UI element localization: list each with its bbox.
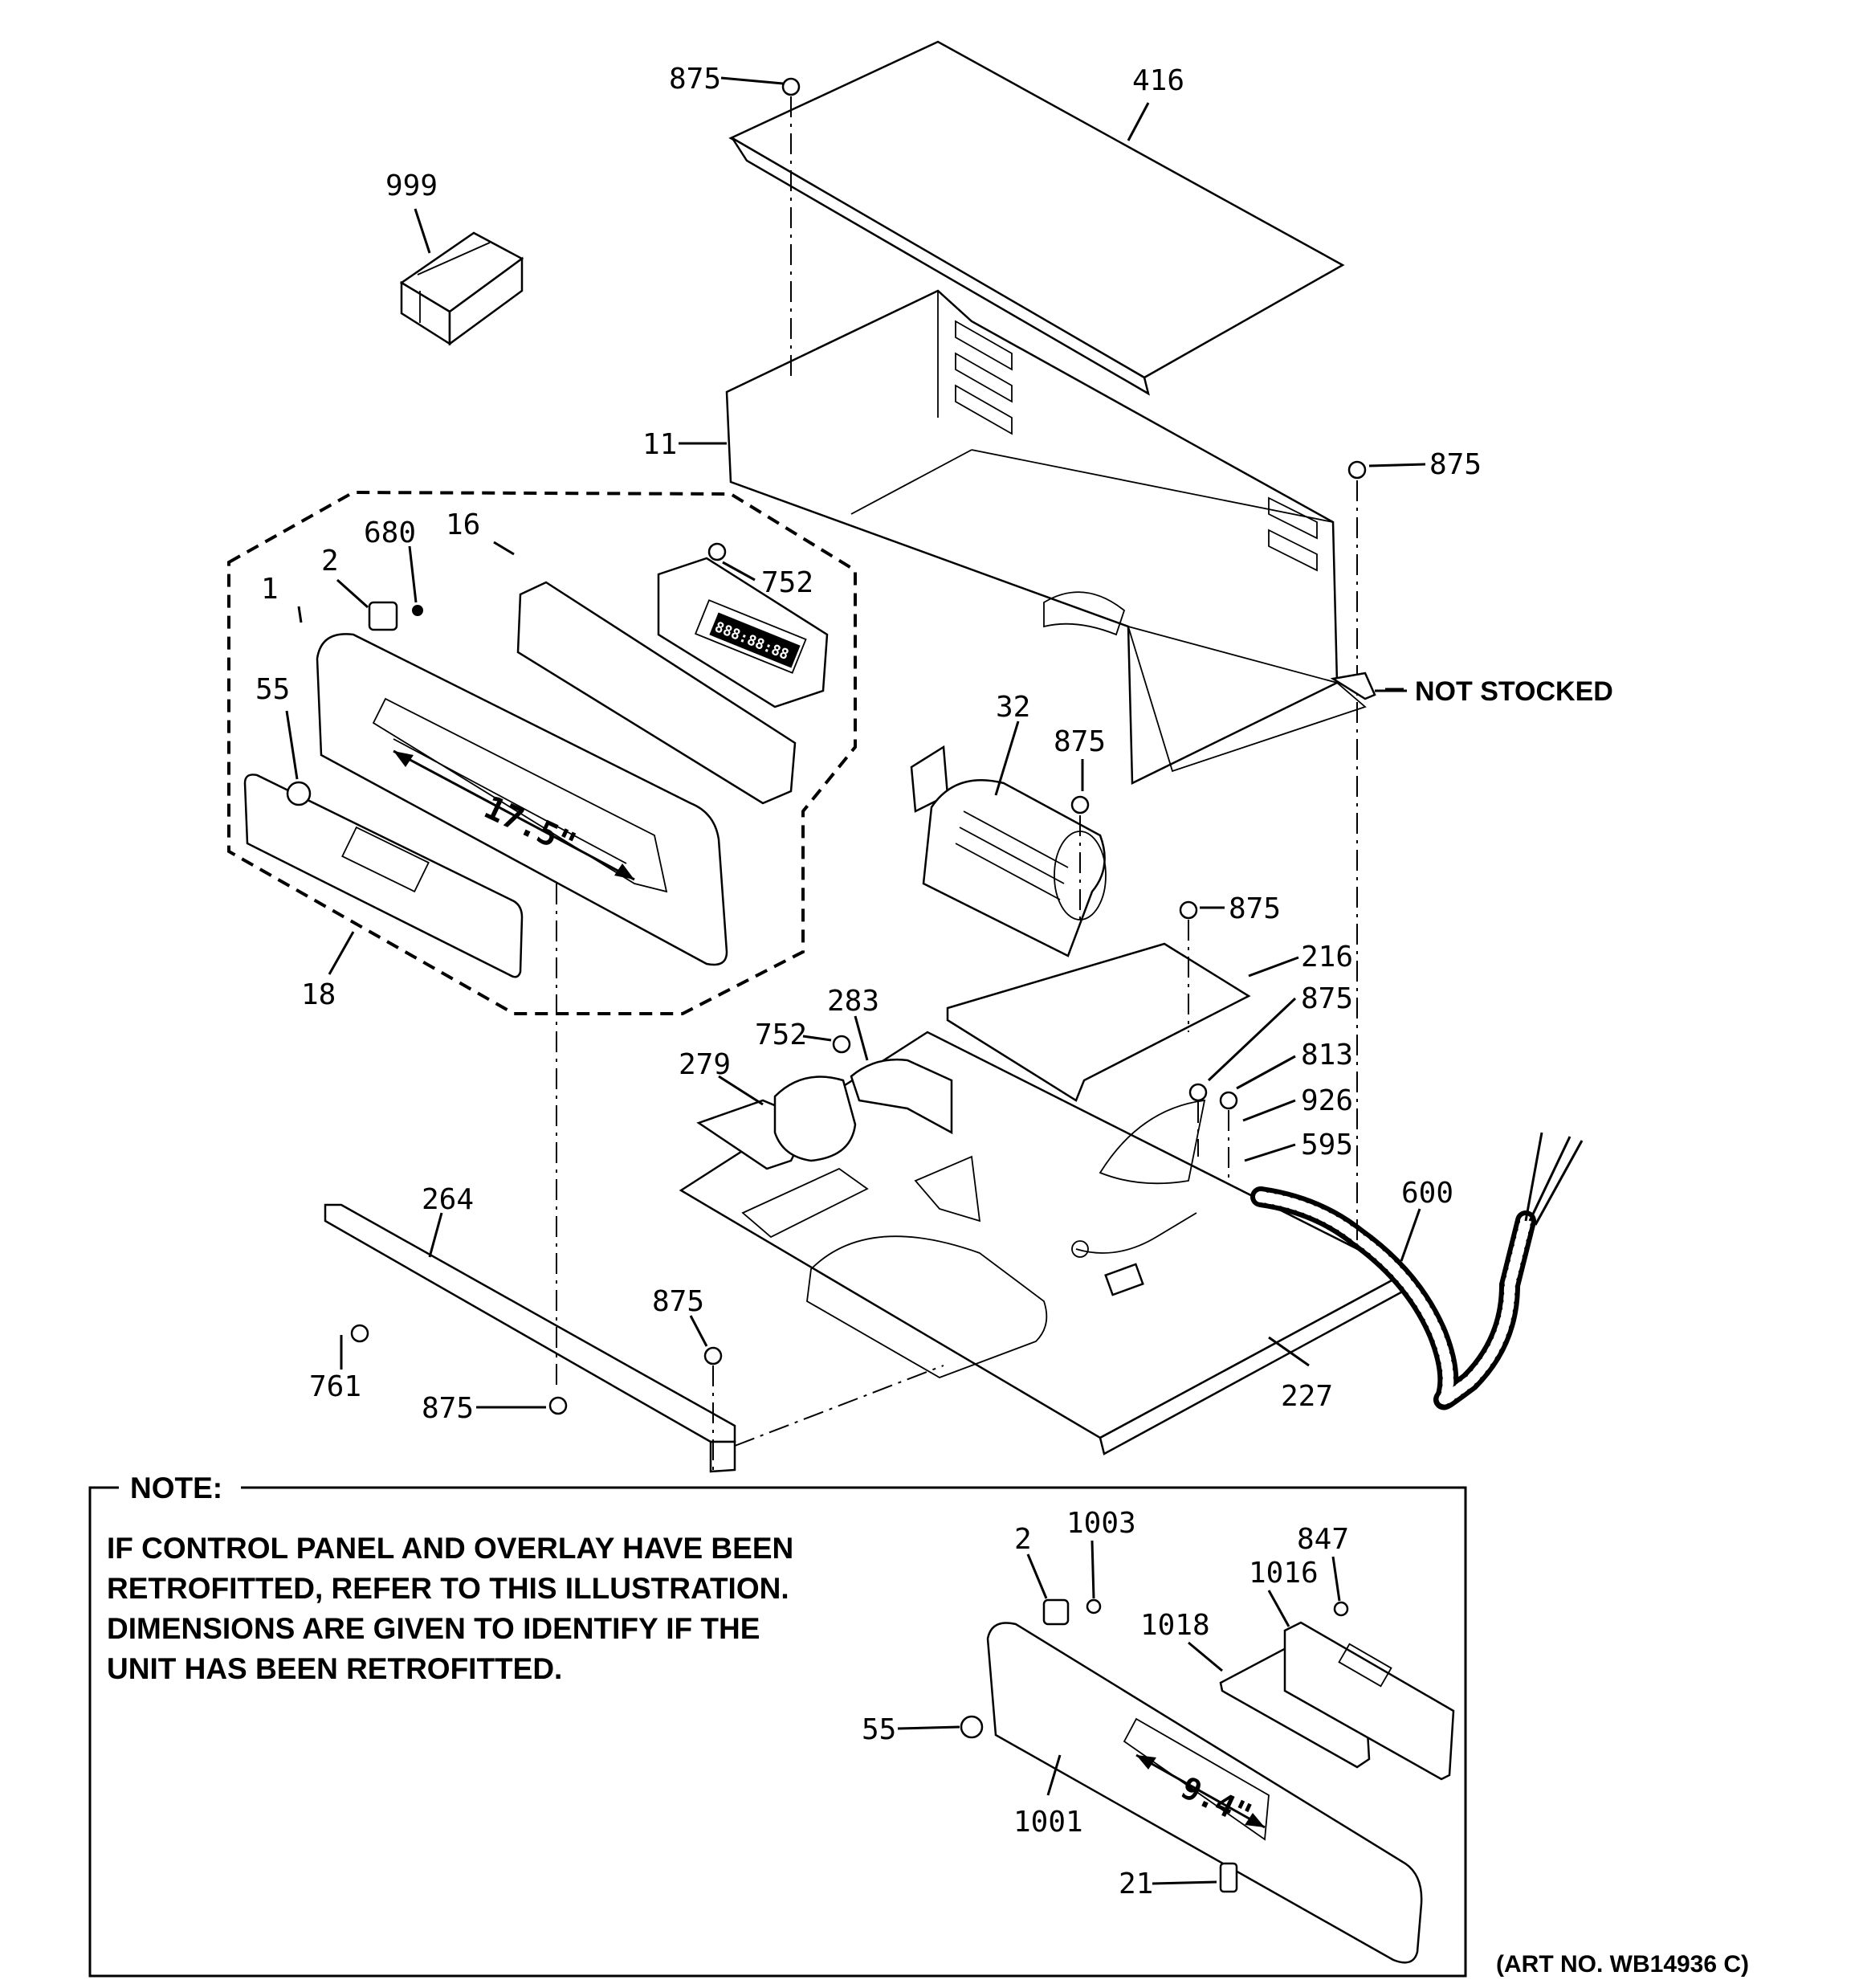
callout-999: 999 xyxy=(385,169,438,202)
callout-1001: 1001 xyxy=(1013,1806,1083,1839)
outer-wrapper-case xyxy=(725,289,1367,785)
top-cover-panel xyxy=(728,40,1345,396)
overlay-panel-18 xyxy=(243,774,524,978)
callout-847: 847 xyxy=(1297,1523,1349,1556)
alignment-chain-lines xyxy=(556,96,1358,1470)
callout-2: 2 xyxy=(321,545,339,578)
callout-752: 752 xyxy=(755,1018,807,1051)
callout-16: 16 xyxy=(446,508,480,541)
front-rail-264 xyxy=(324,1203,736,1473)
callout-18: 18 xyxy=(301,978,336,1011)
callout-264: 264 xyxy=(422,1183,474,1216)
callout-11: 11 xyxy=(642,428,677,461)
callout-600: 600 xyxy=(1401,1177,1453,1210)
control-assembly-group-outline xyxy=(227,490,857,1015)
callout-875: 875 xyxy=(1054,725,1106,758)
callout-labels: 875 416 999 11 875 16 680 2 1 752 55 32 … xyxy=(255,63,1482,1900)
callout-752: 752 xyxy=(761,566,813,599)
callout-416: 416 xyxy=(1132,64,1184,97)
callout-595: 595 xyxy=(1301,1129,1353,1161)
callout-21: 21 xyxy=(1119,1868,1153,1900)
note-line-4: UNIT HAS BEEN RETROFITTED. xyxy=(107,1652,562,1685)
callout-216: 216 xyxy=(1301,941,1353,974)
callout-227: 227 xyxy=(1281,1380,1333,1413)
leader-lines xyxy=(285,76,1426,1409)
callout-2: 2 xyxy=(1014,1523,1032,1556)
bracket-216 xyxy=(946,942,1251,1102)
callout-680: 680 xyxy=(364,516,416,549)
callout-875: 875 xyxy=(1429,448,1482,481)
callout-55: 55 xyxy=(255,673,290,706)
callout-1018: 1018 xyxy=(1140,1609,1210,1642)
art-number: (ART NO. WB14936 C) xyxy=(1496,1951,1749,1978)
blower-assembly-279 xyxy=(696,1059,953,1170)
callout-1003: 1003 xyxy=(1066,1507,1136,1540)
callout-875: 875 xyxy=(1301,982,1353,1015)
callout-875: 875 xyxy=(652,1285,704,1318)
note-title: NOTE: xyxy=(130,1472,222,1504)
callout-875: 875 xyxy=(1229,892,1281,925)
note-line-1: IF CONTROL PANEL AND OVERLAY HAVE BEEN xyxy=(107,1532,793,1565)
callout-875: 875 xyxy=(422,1392,474,1425)
callout-32: 32 xyxy=(996,691,1030,724)
retrofit-leaders xyxy=(897,1540,1341,1885)
not-stocked-bracket: NOT STOCKED xyxy=(1330,672,1613,707)
callout-761: 761 xyxy=(309,1370,361,1403)
callout-926: 926 xyxy=(1301,1084,1353,1117)
note-line-3: DIMENSIONS ARE GIVEN TO IDENTIFY IF THE xyxy=(107,1612,760,1645)
retrofit-board-1016 xyxy=(1283,1621,1455,1781)
callout-279: 279 xyxy=(679,1048,731,1081)
callout-55: 55 xyxy=(862,1713,896,1746)
callout-1016: 1016 xyxy=(1249,1557,1319,1590)
not-stocked-label: NOT STOCKED xyxy=(1415,676,1613,707)
callout-283: 283 xyxy=(827,985,879,1018)
convection-fan-assembly xyxy=(910,745,1107,957)
callout-813: 813 xyxy=(1301,1039,1353,1072)
screw-icons xyxy=(286,77,1367,1415)
callout-875: 875 xyxy=(669,63,721,96)
retrofit-small-parts xyxy=(960,1598,1349,1893)
note-line-2: RETROFITTED, REFER TO THIS ILLUSTRATION. xyxy=(107,1572,789,1605)
callout-1: 1 xyxy=(261,573,279,606)
wire-harness-600 xyxy=(1071,1132,1584,1410)
retrofit-note-box: NOTE: IF CONTROL PANEL AND OVERLAY HAVE … xyxy=(88,1472,1467,1978)
parts-box-icon xyxy=(399,231,524,346)
